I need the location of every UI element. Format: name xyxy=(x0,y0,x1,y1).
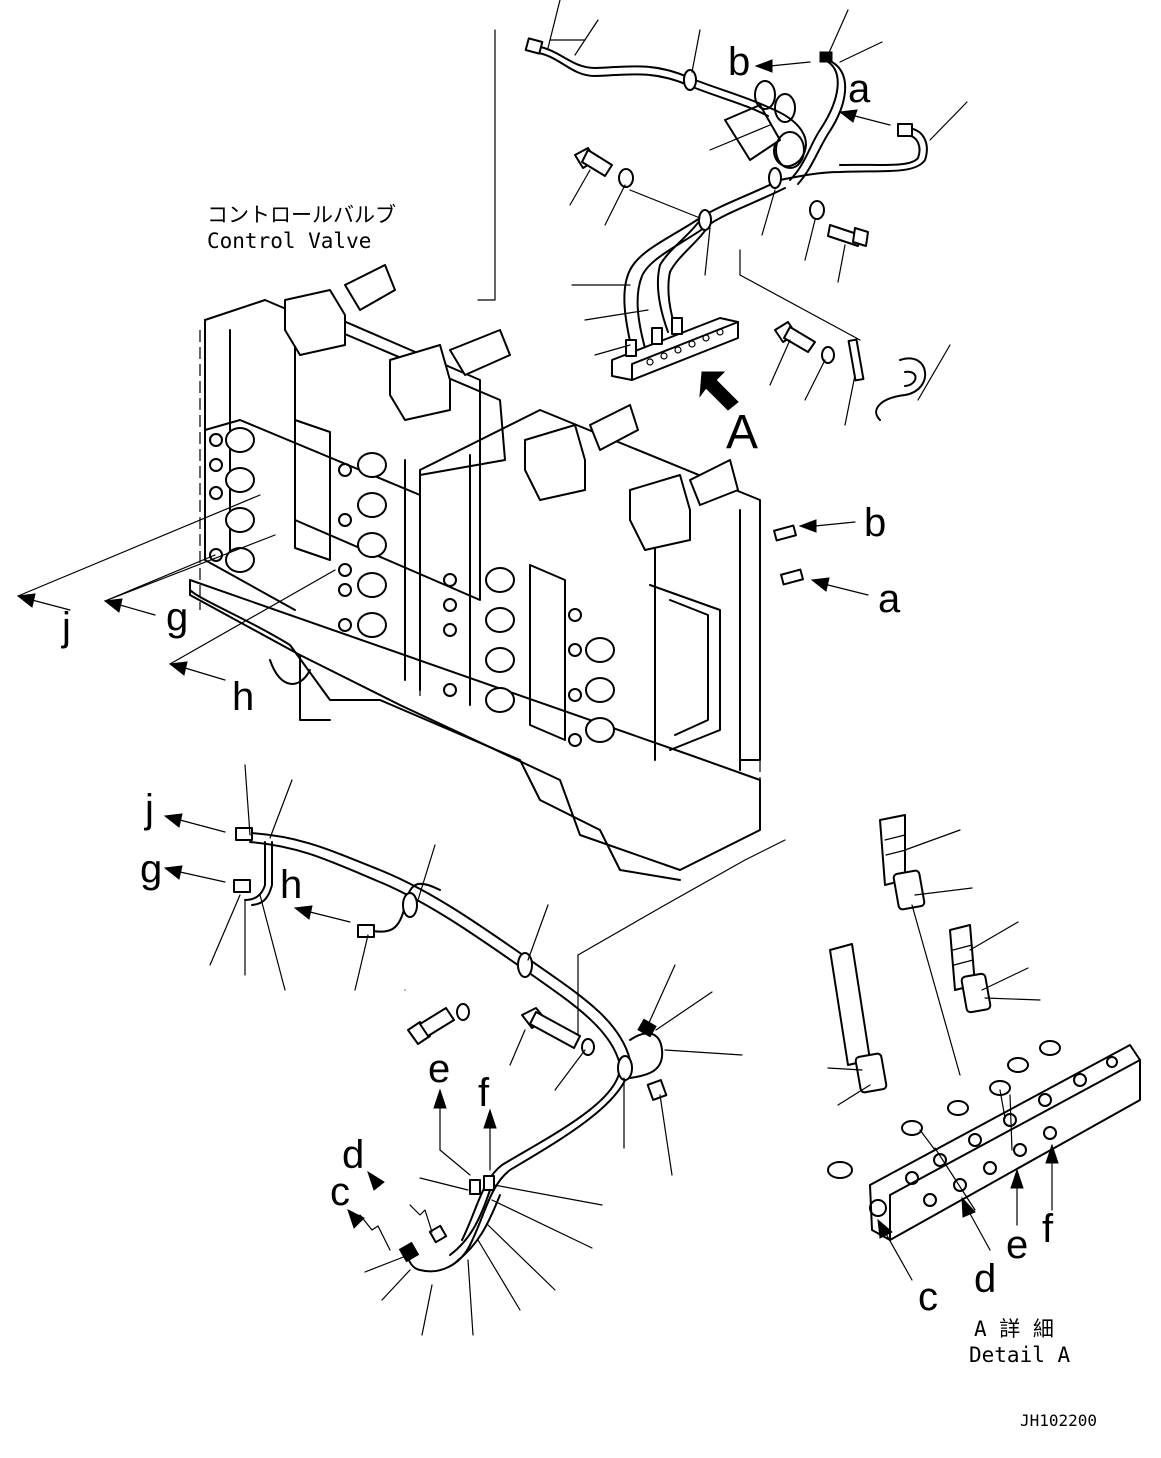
valve-port-a xyxy=(780,568,804,586)
label-e-lower: e xyxy=(428,1047,450,1091)
valve-heads xyxy=(284,264,739,551)
detail-a-view xyxy=(827,814,1141,1241)
drawing-code: JH102200 xyxy=(1020,1411,1097,1430)
lower-pipe-assembly xyxy=(209,764,786,1336)
label-j-lower: j xyxy=(144,787,154,831)
detail-manifold xyxy=(827,1040,1141,1241)
connection-arrows xyxy=(16,59,1059,1281)
solenoids-right xyxy=(443,567,615,747)
bolt-upper-right xyxy=(809,200,869,247)
valve-port-b xyxy=(773,524,797,542)
view-arrow-a xyxy=(699,371,739,411)
label-c-lower: c xyxy=(330,1170,350,1214)
label-d-lower: d xyxy=(342,1133,364,1177)
top-pipe-assembly xyxy=(477,0,968,426)
control-valve-body xyxy=(189,264,761,881)
component-title-en: Control Valve xyxy=(207,229,371,253)
text-labels: コントロールバルブ Control Valve A b a b a j g h … xyxy=(61,40,1097,1430)
component-title-jp: コントロールバルブ xyxy=(207,203,396,227)
label-j-left: j xyxy=(61,605,71,649)
bolt-lower-right xyxy=(521,1007,595,1056)
solenoids-left xyxy=(209,427,387,638)
label-f-detail: f xyxy=(1042,1207,1054,1251)
label-a-mid: a xyxy=(878,577,901,621)
bolt-upper-left xyxy=(574,147,634,188)
view-marker-label: A xyxy=(726,406,758,459)
label-f-lower: f xyxy=(478,1071,490,1115)
label-c-detail: c xyxy=(918,1275,938,1319)
label-a-top: a xyxy=(848,67,871,111)
detail-title-jp: A 詳 細 xyxy=(974,1317,1054,1341)
label-h-lower: h xyxy=(280,863,302,907)
detail-hoses xyxy=(829,814,992,1094)
label-b-mid: b xyxy=(864,501,886,545)
label-b-top: b xyxy=(728,40,750,84)
label-g-left: g xyxy=(166,595,188,639)
label-d-detail: d xyxy=(974,1257,996,1301)
bolt-lower-left xyxy=(407,1003,470,1045)
bolt-middle xyxy=(774,321,927,421)
manifold-block xyxy=(611,317,739,381)
label-g-lower: g xyxy=(140,847,162,891)
label-e-detail: e xyxy=(1006,1223,1028,1267)
detail-title-en: Detail A xyxy=(969,1343,1071,1367)
label-h-left: h xyxy=(232,675,254,719)
